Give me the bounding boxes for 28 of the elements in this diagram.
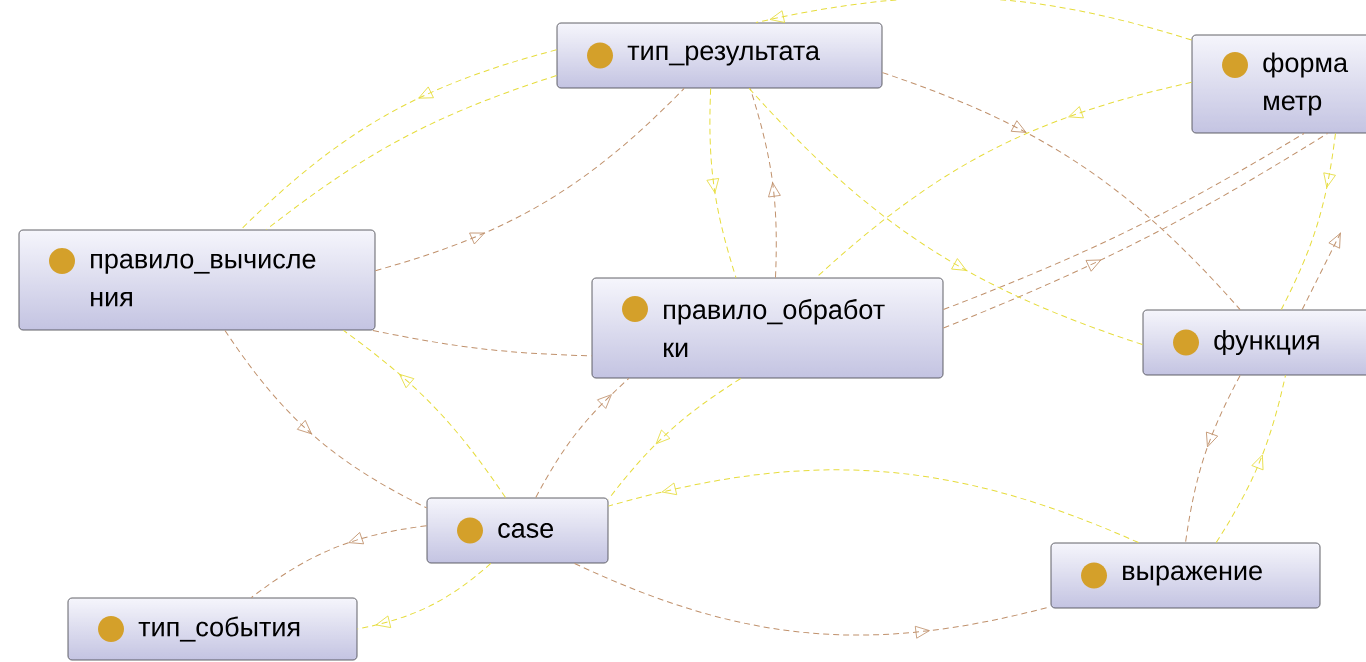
class-box: case [426, 497, 609, 564]
class-box: функция [1142, 309, 1366, 376]
arrow [815, 81, 1193, 279]
class-box: выражение [1050, 542, 1321, 609]
arrow [881, 72, 1241, 311]
arrow [250, 525, 428, 599]
arrow [749, 87, 781, 279]
arrow [374, 87, 685, 272]
class-box: форма метр [1191, 34, 1366, 134]
class-box: тип_результата [556, 22, 883, 89]
arrow [1301, 229, 1343, 311]
arrow [1185, 374, 1241, 544]
class-box: правило_вычисле ния [18, 229, 376, 331]
arrow [535, 377, 630, 499]
class-box: тип_события [67, 597, 358, 661]
arrow [224, 329, 428, 509]
arrow [755, 0, 1193, 41]
arrow [607, 469, 1139, 544]
arrow [1215, 374, 1286, 544]
arrow [748, 87, 1144, 346]
arrow [574, 562, 1052, 639]
class-box: правило_обработ ки [591, 277, 944, 379]
arrow [1280, 132, 1336, 311]
arrow [356, 562, 492, 630]
arrow [607, 377, 742, 500]
arrow [942, 132, 1328, 329]
arrow [343, 329, 506, 499]
arrow [706, 87, 737, 279]
